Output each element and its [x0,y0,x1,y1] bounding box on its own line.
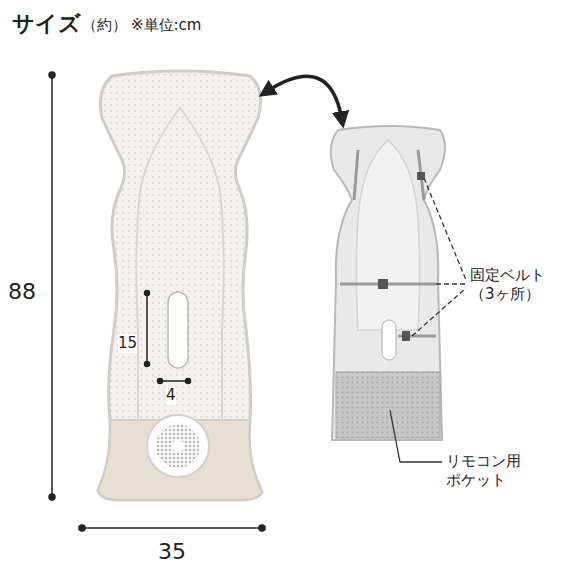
seat-mat-back [331,126,445,440]
seat-mat-front [98,71,262,500]
approx-note: （約） [82,16,127,35]
dimension-slot-width: 4 [166,386,176,405]
belt-label: 固定ベルト （3ヶ所） [470,266,552,304]
dimension-width: 35 [158,538,186,566]
pocket-label: リモコン用 ポケット [446,452,536,490]
swap-arrow [266,76,342,120]
title: サイズ [12,10,81,38]
dimension-height: 88 [8,278,36,306]
dimension-lines [49,72,265,531]
unit-note: ※単位:cm [131,16,201,35]
dimension-slot-length: 15 [118,334,137,353]
leader-lines [390,178,466,462]
